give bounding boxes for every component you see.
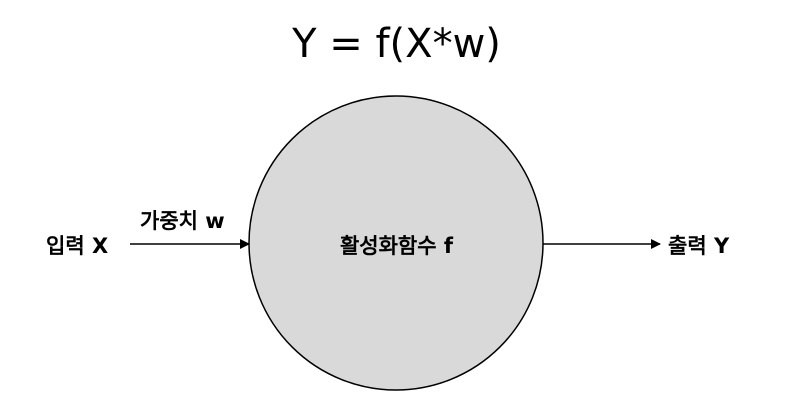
output-label: 출력 Y	[668, 234, 730, 258]
activation-function-label: 활성화함수 f	[339, 234, 454, 258]
input-label: 입력 X	[46, 234, 109, 258]
weight-label: 가중치 w	[140, 209, 225, 233]
formula-title: Y = f(X*w)	[292, 21, 501, 67]
